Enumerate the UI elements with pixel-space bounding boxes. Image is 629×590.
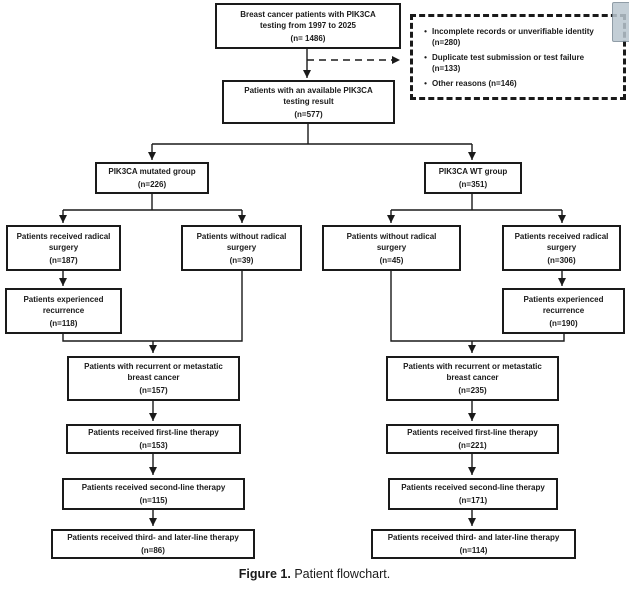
box-mutated-third-line: Patients received third- and later-line … [51,529,255,559]
exclusion-count: (n=280) [432,37,461,47]
box-wt-first-line: Patients received first-line therapy (n=… [386,424,559,454]
box-count: (n=157) [139,386,168,395]
box-mutated-radical-surgery: Patients received radical surgery (n=187… [6,225,121,271]
exclusion-text: Incomplete records or unverifiable ident… [432,26,594,36]
exclusion-item: • Other reasons (n=146) [419,78,621,89]
box-count: (n=190) [549,318,578,328]
box-available-result: Patients with an available PIK3CA testin… [222,80,395,124]
box-text-line: Patients with recurrent or metastatic [403,362,542,371]
box-text-line: Patients experienced [523,294,604,304]
box-text-line: Patients received second-line therapy [81,483,226,492]
box-wt-radical-surgery: Patients received radical surgery (n=306… [502,225,621,271]
box-text-line: Patients received radical [514,231,609,241]
scrollbar-artifact [612,2,629,42]
box-mutated-recurrence: Patients experienced recurrence (n=118) [5,288,122,334]
box-count: (n=235) [458,386,487,395]
box-text-line: Patients with recurrent or metastatic [84,362,223,371]
box-text-line: recurrence [542,305,585,315]
box-count: (n=187) [49,255,78,265]
box-mutated-first-line: Patients received first-line therapy (n=… [66,424,241,454]
box-count: (n=114) [459,546,488,555]
box-count: (n=45) [379,255,404,265]
box-text-line: Patients received radical [16,231,111,241]
box-text-line: surgery [546,242,577,252]
figure-caption-text: Patient flowchart. [290,567,391,581]
box-count: (n=115) [139,496,168,505]
box-text-line: testing result [283,96,334,106]
box-count: (n=39) [229,255,254,265]
exclusion-text: Duplicate test submission or test failur… [432,52,585,62]
box-text-line: surgery [48,242,79,252]
box-text-line: breast cancer [446,373,499,382]
figure-caption-label: Figure 1. [238,567,291,581]
box-text-line: testing from 1997 to 2025 [259,20,357,30]
box-mutated-no-surgery: Patients without radical surgery (n=39) [181,225,302,271]
box-text-line: Patients received third- and later-line … [387,533,560,542]
box-wt-metastatic: Patients with recurrent or metastatic br… [386,356,559,401]
box-wt-recurrence: Patients experienced recurrence (n=190) [502,288,625,334]
box-wt-third-line: Patients received third- and later-line … [371,529,576,559]
box-count: (n=577) [294,109,323,119]
box-text-line: Patients without radical [346,231,437,241]
box-text-line: Patients received second-line therapy [401,483,545,492]
exclusion-item: • Incomplete records or unverifiable ide… [419,26,621,48]
box-total-patients: Breast cancer patients with PIK3CA testi… [215,3,401,49]
box-count: (n=171) [458,496,488,505]
exclusion-item: • Duplicate test submission or test fail… [419,52,621,74]
exclusion-box: • Incomplete records or unverifiable ide… [410,14,626,100]
box-text-line: Patients experienced [23,294,104,304]
box-text-line: Patients received first-line therapy [88,428,219,437]
box-text-line: surgery [376,242,407,252]
box-text-line: Patients without radical [196,231,287,241]
box-mutated-second-line: Patients received second-line therapy (n… [62,478,245,510]
box-wt-group: PIK3CA WT group (n=351) [424,162,522,194]
box-text-line: Patients with an available PIK3CA [244,85,373,95]
box-text-line: PIK3CA WT group [438,167,508,176]
box-mutated-group: PIK3CA mutated group (n=226) [95,162,209,194]
box-text-line: breast cancer [127,373,180,382]
box-count: (n=118) [49,318,78,328]
bullet-icon: • [424,52,427,62]
box-mutated-metastatic: Patients with recurrent or metastatic br… [67,356,240,401]
figure-caption: Figure 1. Patient flowchart. [0,566,629,582]
box-count: (n=86) [141,546,165,555]
exclusion-text: Other reasons (n=146) [432,78,517,88]
box-wt-second-line: Patients received second-line therapy (n… [388,478,558,510]
bullet-icon: • [424,26,427,36]
box-text-line: Patients received third- and later-line … [67,533,239,542]
box-text-line: Patients received first-line therapy [407,428,538,437]
box-wt-no-surgery: Patients without radical surgery (n=45) [322,225,461,271]
exclusion-count: (n=133) [432,63,461,73]
box-count: (n=351) [458,180,488,189]
box-text-line: Breast cancer patients with PIK3CA [240,9,376,19]
box-text-line: recurrence [42,305,85,315]
box-text-line: PIK3CA mutated group [108,167,196,176]
box-text-line: surgery [226,242,257,252]
bullet-icon: • [424,78,427,88]
box-count: (n= 1486) [290,33,326,43]
box-count: (n=221) [458,441,487,450]
box-count: (n=306) [547,255,576,265]
box-count: (n=153) [139,441,168,450]
box-count: (n=226) [137,180,167,189]
